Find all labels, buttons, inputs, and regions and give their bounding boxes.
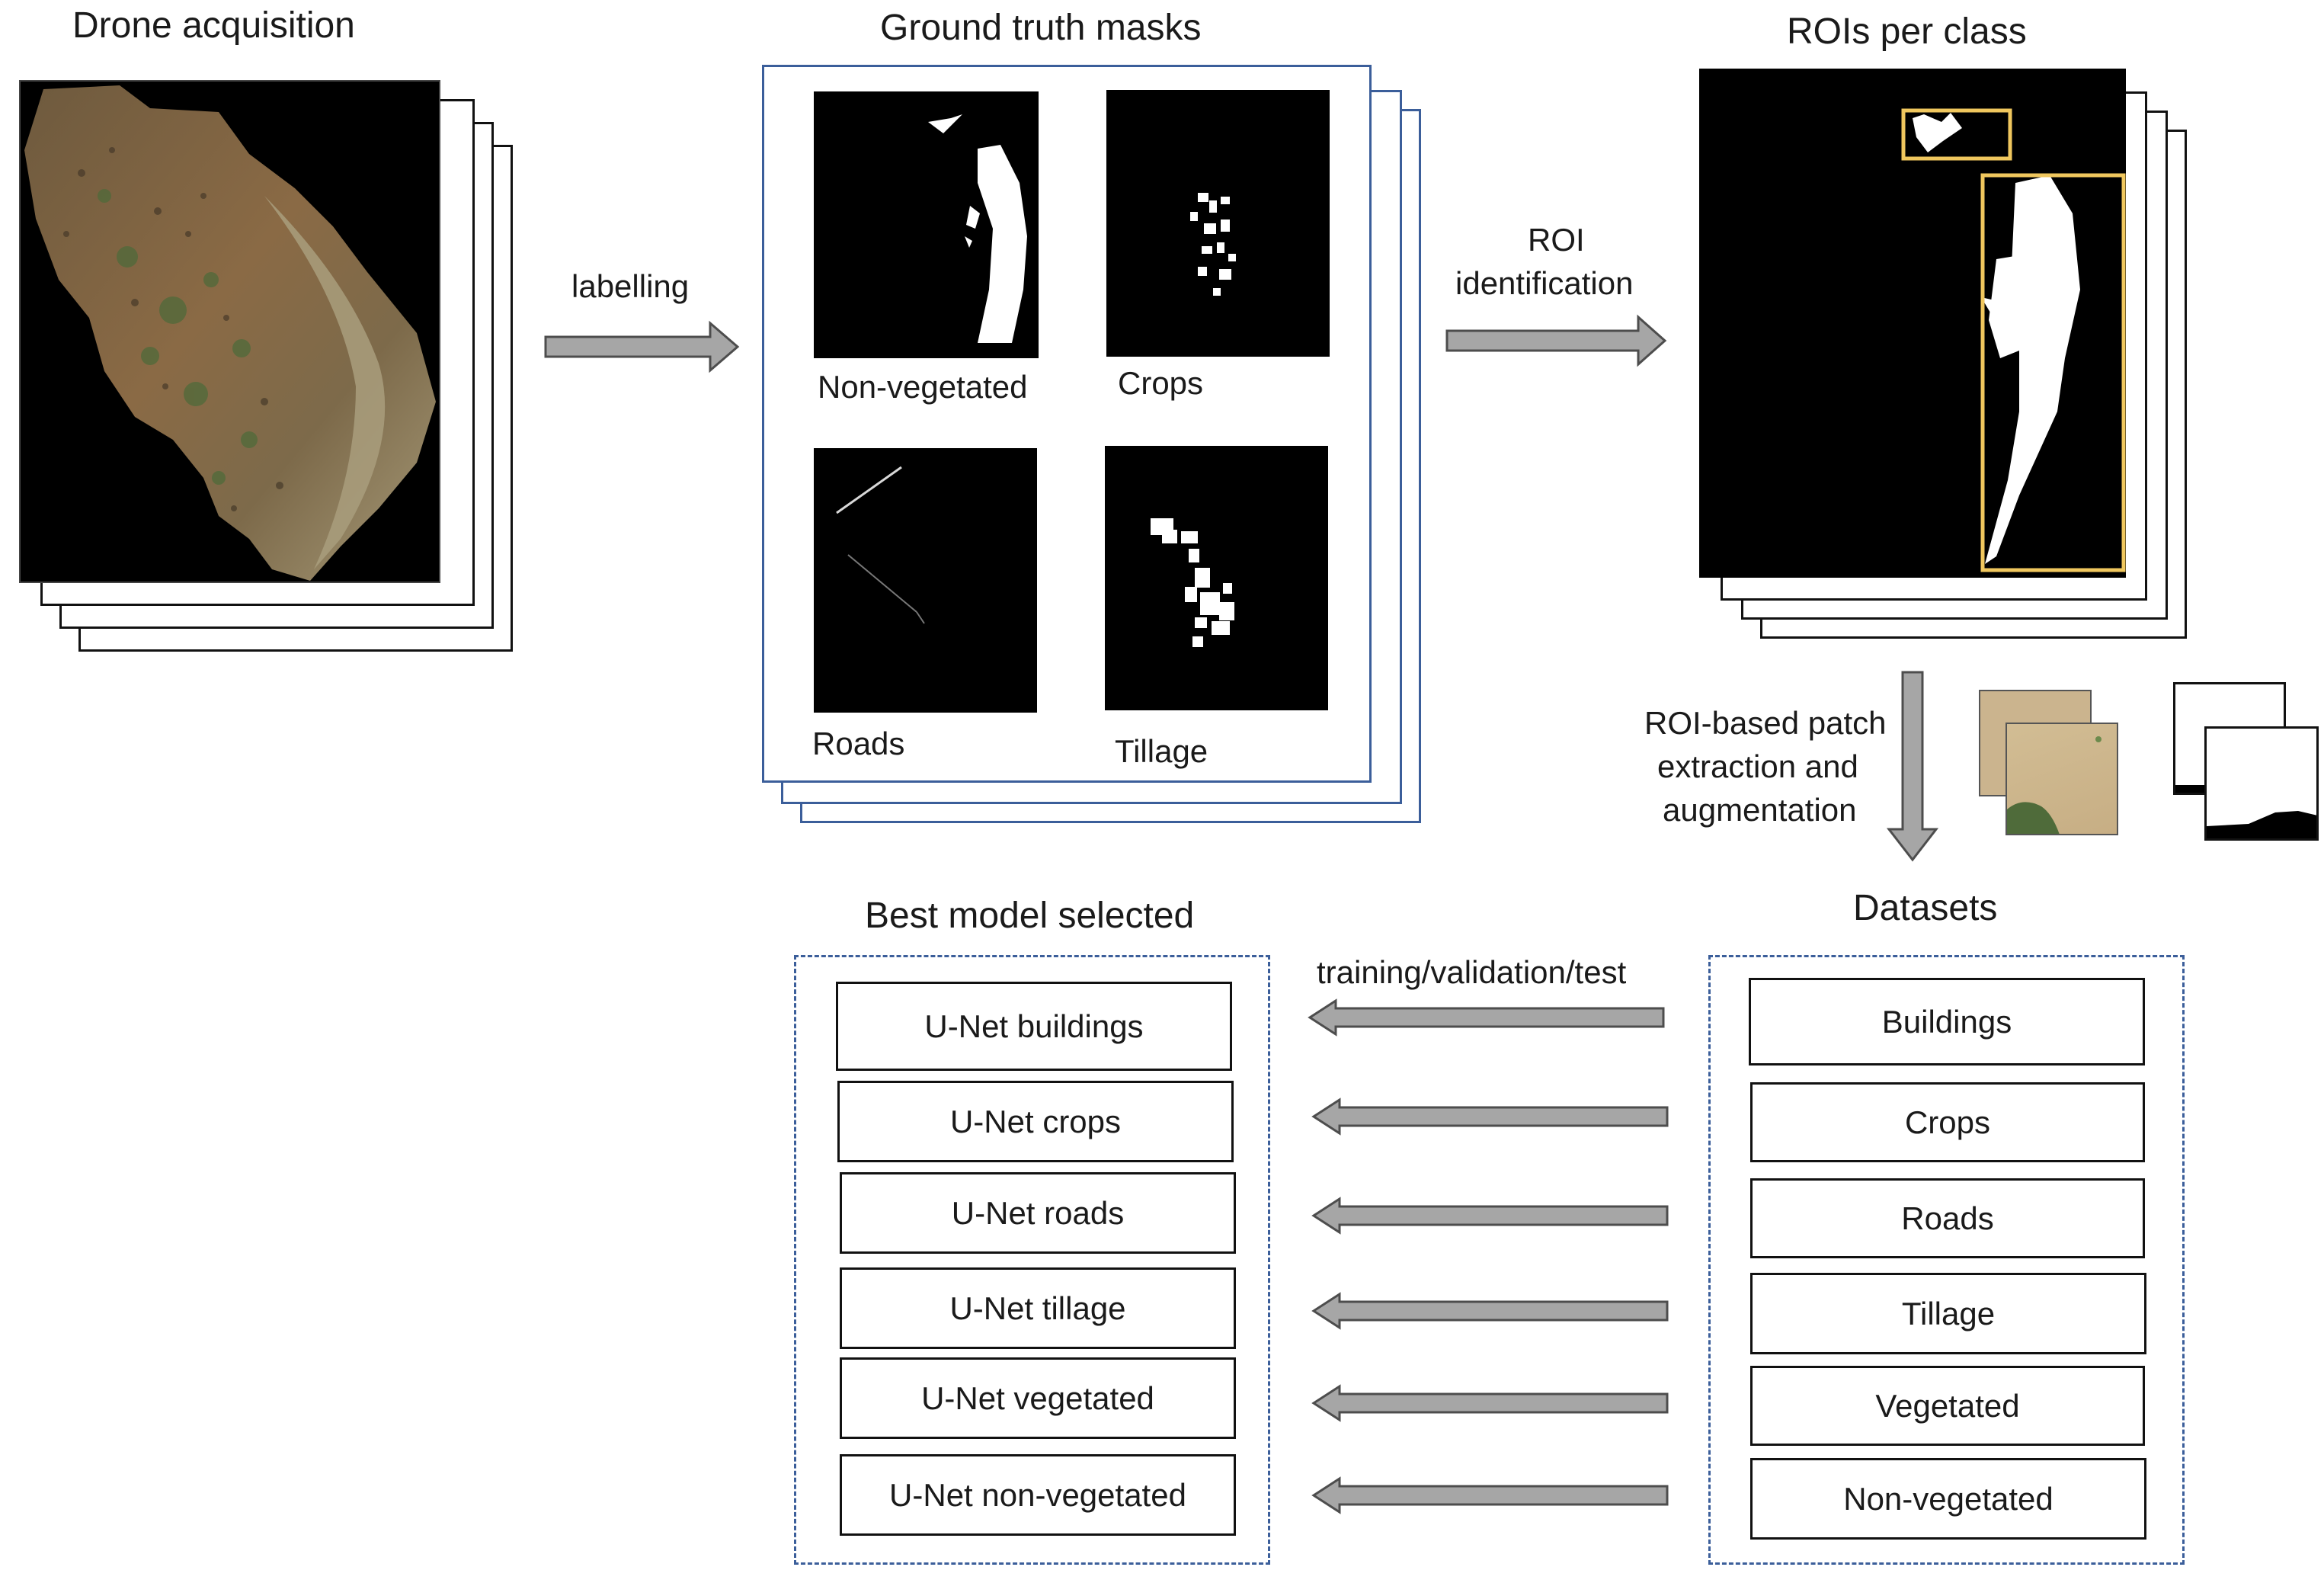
dataset-tillage: Tillage	[1750, 1273, 2146, 1354]
mask-roads	[814, 448, 1037, 713]
mask-label-tillage: Tillage	[1115, 733, 1208, 769]
training-label: training/validation/test	[1317, 954, 1627, 990]
rgb-patch	[2005, 723, 2118, 835]
mask-tillage	[1105, 446, 1328, 710]
mask-crops	[1106, 90, 1330, 357]
dataset-buildings: Buildings	[1749, 978, 2145, 1065]
masks-title: Ground truth masks	[880, 8, 1202, 48]
mask-label-crops: Crops	[1118, 365, 1204, 401]
roi-label-line1: ROI	[1528, 222, 1585, 258]
datasets-title: Datasets	[1853, 888, 1998, 928]
datasets-group	[1708, 955, 2185, 1565]
model-u-net-vegetated: U-Net vegetated	[840, 1357, 1236, 1439]
mask-shape	[1151, 518, 1234, 647]
orthomosaic-graphic	[24, 85, 436, 581]
training-arrow	[1311, 1292, 1669, 1330]
training-arrow	[1308, 998, 1665, 1037]
mask-shape	[836, 466, 925, 624]
mask-patch	[2204, 726, 2319, 841]
dataset-crops: Crops	[1750, 1082, 2145, 1162]
training-arrow	[1311, 1098, 1669, 1136]
model-u-net-non-vegetated: U-Net non-vegetated	[840, 1454, 1236, 1536]
patch-label-line1: ROI-based patch	[1644, 705, 1887, 741]
training-arrow	[1311, 1384, 1669, 1422]
model-u-net-buildings: U-Net buildings	[836, 982, 1232, 1071]
dataset-non-vegetated: Non-vegetated	[1750, 1458, 2146, 1540]
model-u-net-crops: U-Net crops	[837, 1081, 1234, 1162]
mask-non-vegetated	[814, 91, 1039, 358]
rois-title: ROIs per class	[1787, 11, 2027, 52]
dataset-roads: Roads	[1750, 1178, 2145, 1258]
patch-label-line2: extraction and	[1657, 748, 1858, 784]
patch-extraction-arrow	[1886, 671, 1939, 862]
roi-label-line2: identification	[1455, 265, 1634, 301]
patch-label-line3: augmentation	[1663, 792, 1857, 828]
mask-patch-shape	[2207, 811, 2316, 838]
roi-image	[1699, 69, 2126, 578]
acquisition-title: Drone acquisition	[72, 5, 355, 46]
roi-identification-arrow	[1445, 314, 1667, 367]
orthomosaic-image	[19, 80, 440, 583]
labelling-arrow	[544, 320, 740, 373]
training-arrow	[1311, 1197, 1669, 1235]
mask-shape	[928, 114, 1027, 343]
training-arrow	[1311, 1476, 1669, 1514]
models-title: Best model selected	[865, 896, 1195, 936]
patch-vegetation	[2007, 736, 2102, 834]
mask-shape	[1190, 193, 1236, 296]
roi-graphic	[1901, 108, 2126, 572]
models-group	[794, 955, 1270, 1565]
dataset-vegetated: Vegetated	[1750, 1366, 2145, 1446]
mask-label-non-vegetated: Non-vegetated	[818, 369, 1028, 405]
model-u-net-roads: U-Net roads	[840, 1172, 1236, 1254]
model-u-net-tillage: U-Net tillage	[840, 1267, 1236, 1349]
labelling-label: labelling	[571, 268, 690, 304]
mask-label-roads: Roads	[812, 726, 905, 761]
